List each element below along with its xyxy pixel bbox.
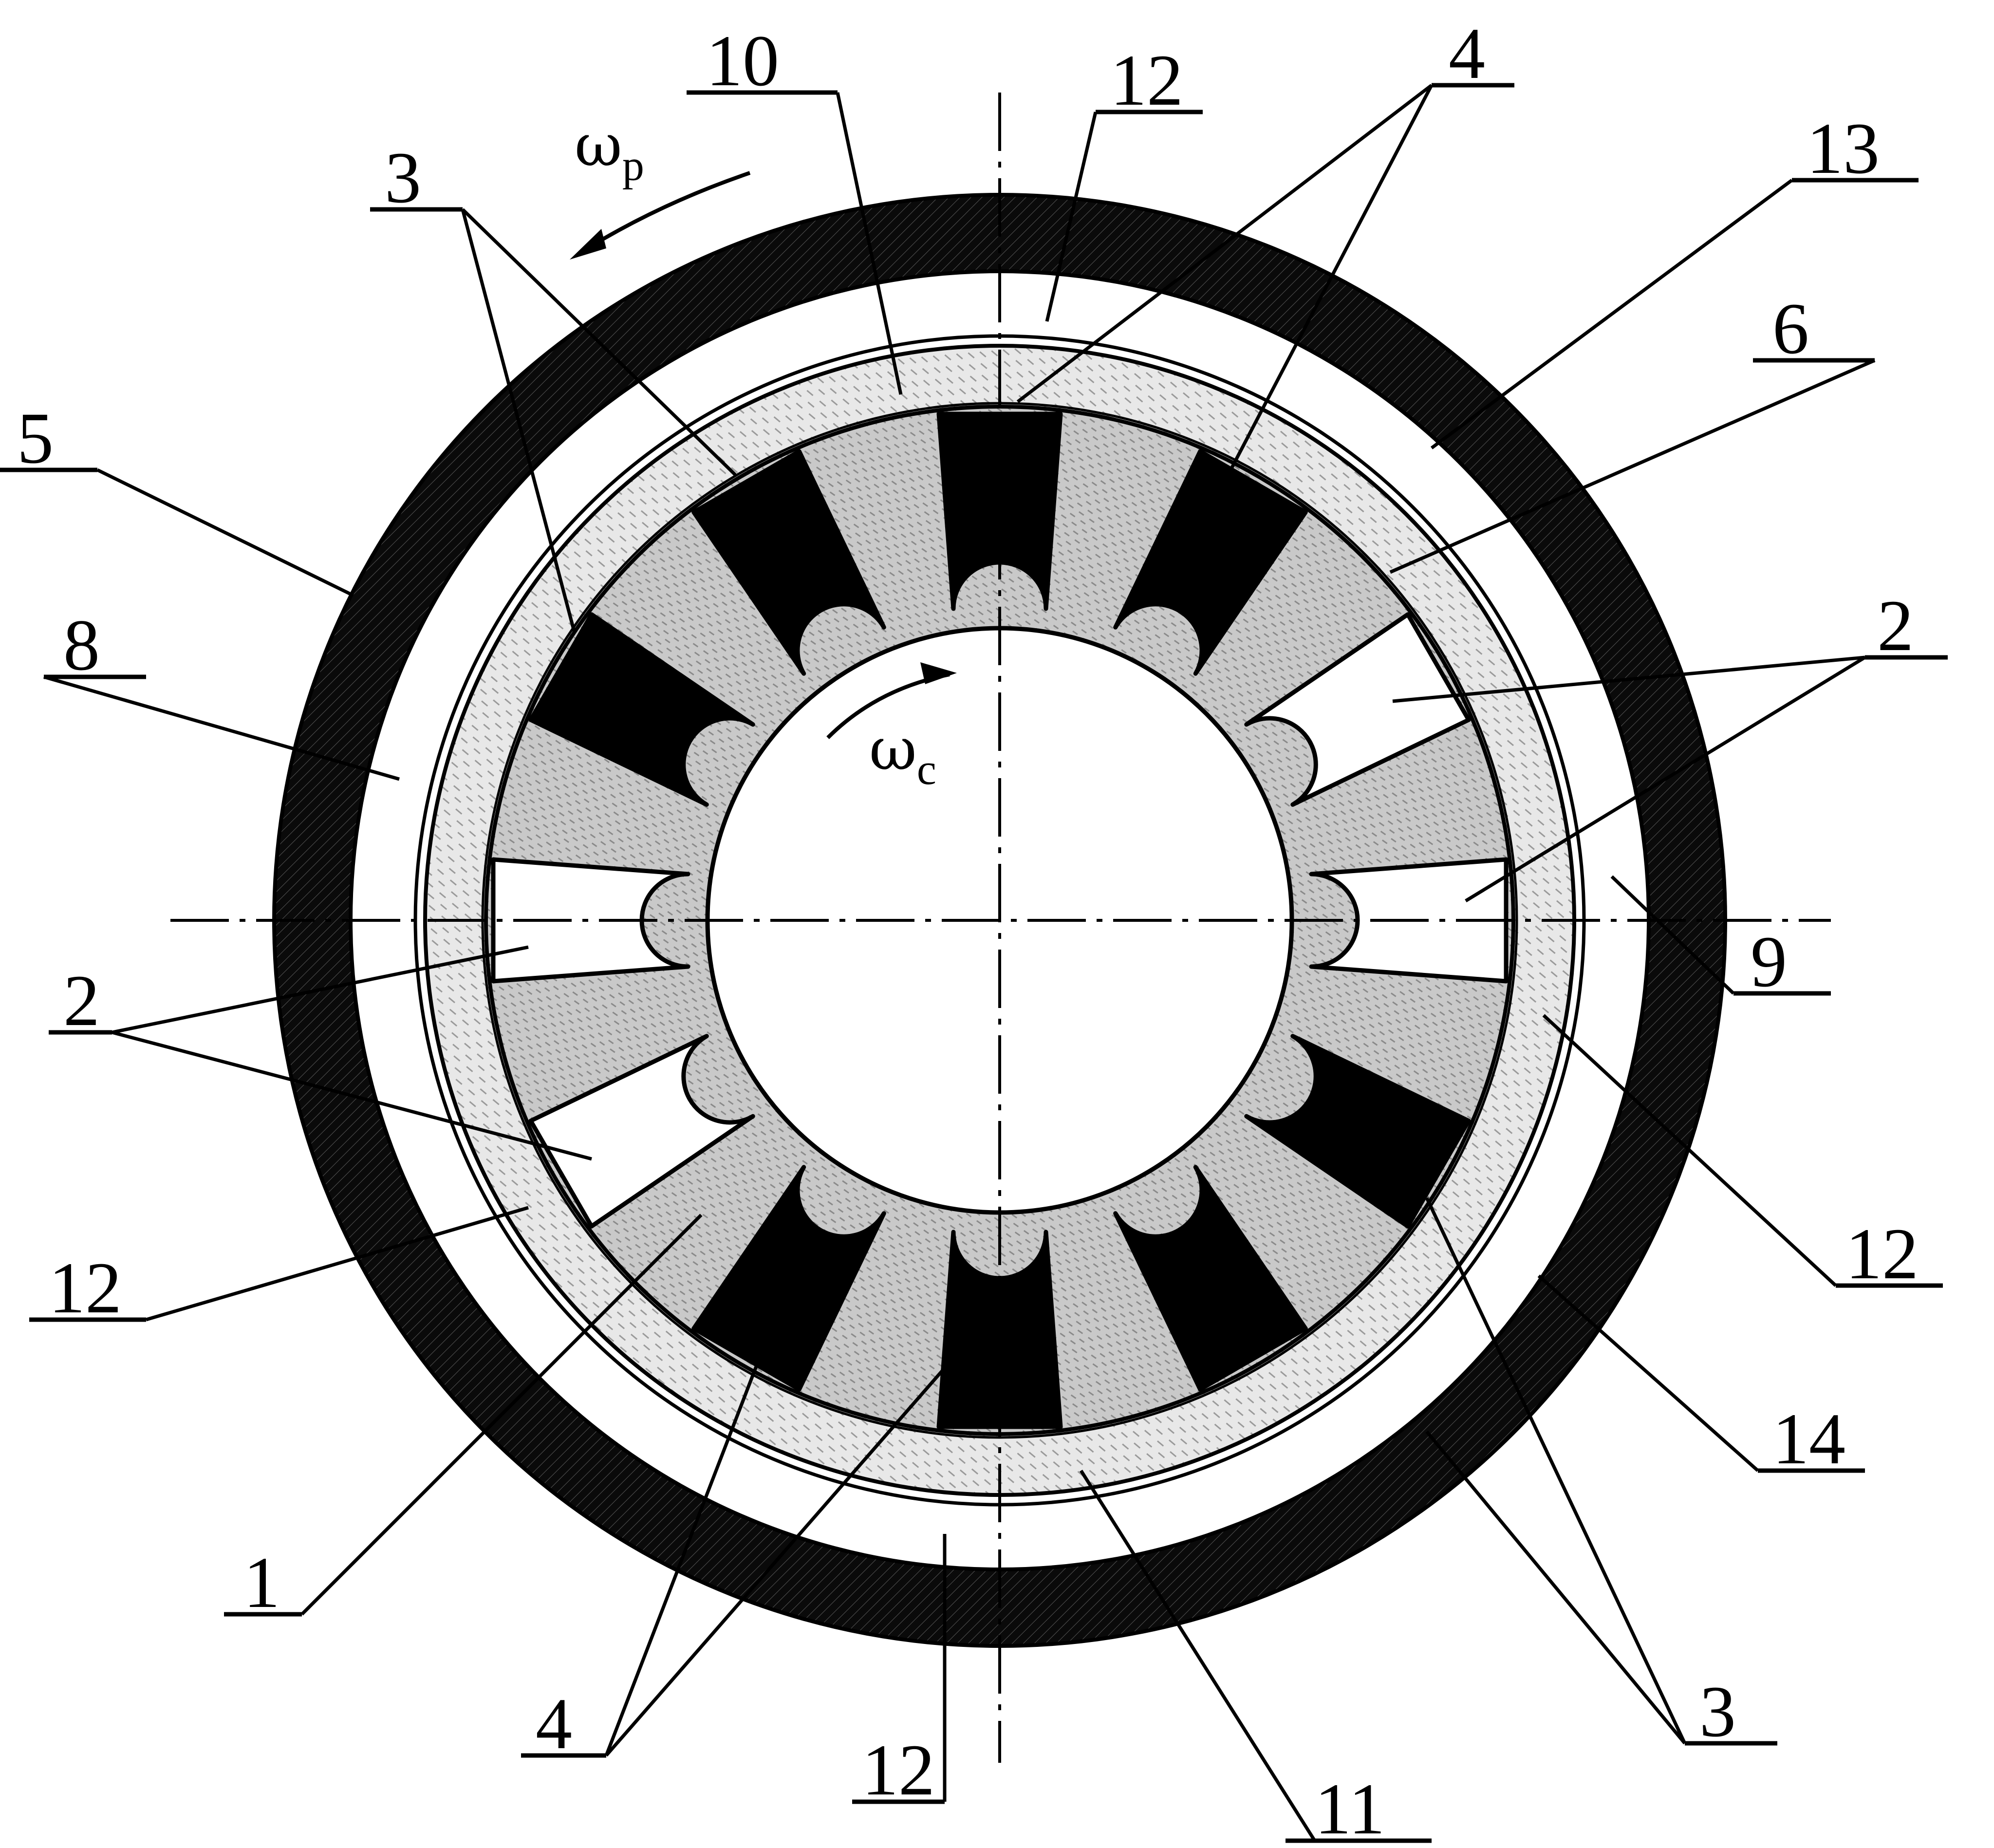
empty-slot <box>491 857 690 984</box>
label-6: 6 <box>1772 288 1809 369</box>
empty-slot <box>1244 612 1471 807</box>
label-1: 1 <box>243 1542 280 1623</box>
wound-slot <box>1113 449 1308 676</box>
outer-rotation-arrow <box>570 171 751 260</box>
label-14: 14 <box>1772 1399 1845 1479</box>
wound-slot <box>691 449 886 676</box>
label-11: 11 <box>1315 1769 1385 1848</box>
label-9: 9 <box>1751 921 1787 1002</box>
label-3-top: 3 <box>385 137 421 218</box>
label-8: 8 <box>63 605 100 686</box>
label-5: 5 <box>17 398 54 479</box>
slot-group <box>491 411 1509 1429</box>
label-12-bottom: 12 <box>862 1730 935 1811</box>
label-4-bottom: 4 <box>536 1683 572 1764</box>
wound-slot <box>1113 1165 1308 1392</box>
omega-p-label: ωp <box>575 112 644 190</box>
label-4-top: 4 <box>1449 13 1485 94</box>
inner-rotation-arrow <box>826 662 957 739</box>
label-2-left: 2 <box>63 960 100 1041</box>
omega-c-label: ωc <box>869 716 936 794</box>
label-13: 13 <box>1807 108 1880 189</box>
wound-slot <box>936 411 1063 611</box>
wound-slot <box>1244 1034 1471 1229</box>
label-10: 10 <box>706 20 779 101</box>
label-2-right: 2 <box>1877 585 1914 666</box>
label-12-top: 12 <box>1110 40 1183 121</box>
wound-slot <box>691 1165 886 1392</box>
leader-lines <box>0 83 1948 1843</box>
empty-slot <box>528 1034 755 1229</box>
label-3-bottom: 3 <box>1699 1671 1736 1752</box>
label-12-left: 12 <box>49 1248 122 1328</box>
label-12-right: 12 <box>1845 1213 1919 1294</box>
wound-slot <box>528 612 755 807</box>
